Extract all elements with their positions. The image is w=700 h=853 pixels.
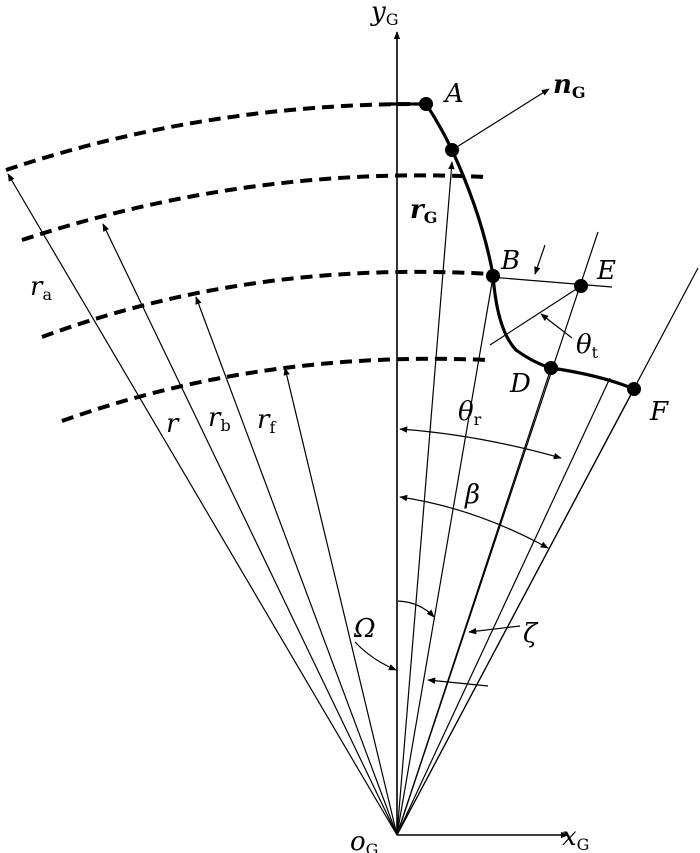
radial-line-e <box>396 231 599 836</box>
radial-line-mid <box>396 377 611 836</box>
radius-rb-arrow <box>195 296 398 836</box>
line-ed <box>489 285 582 346</box>
omega-label: Ω <box>353 614 376 644</box>
radius-r-label: r <box>166 409 180 439</box>
point-e-label: E <box>596 256 616 286</box>
point-f-label: F <box>649 397 669 427</box>
omega-arc <box>354 641 397 671</box>
theta-t-label: θt <box>576 330 599 362</box>
root-circle <box>61 356 489 423</box>
radial-line-outer <box>396 267 699 836</box>
radius-rf-label: rf <box>257 405 276 437</box>
point-b-label: B <box>500 246 520 276</box>
point-d <box>544 361 558 375</box>
point-a <box>419 97 433 111</box>
tangent-line-be <box>489 276 613 288</box>
point-f <box>627 382 641 396</box>
y-axis-label: yG <box>370 0 398 29</box>
radius-rb-label: rb <box>208 403 231 435</box>
radius-r-arrow <box>102 223 398 836</box>
point-e <box>574 279 588 293</box>
tangent-pointer-arrow <box>534 244 546 275</box>
theta-t-pointer-arrow <box>540 313 573 339</box>
origin-label: oG <box>350 827 378 853</box>
reference-circle <box>21 173 486 242</box>
point-rg-tip <box>445 143 459 157</box>
zeta-pointer-arrow-upper <box>468 625 521 635</box>
radius-ra-arrow <box>7 173 398 836</box>
normal-vector-label: nG <box>553 70 586 102</box>
theta-r-arc <box>399 426 562 460</box>
point-b <box>486 269 500 283</box>
radius-ra-label: ra <box>30 272 52 304</box>
base-circle <box>41 269 491 339</box>
point-d-label: D <box>509 369 531 399</box>
radial-line-b <box>396 276 494 836</box>
radius-rf-arrow <box>283 367 398 836</box>
position-vector-label: rG <box>410 195 437 227</box>
x-axis-label: xG <box>562 822 589 853</box>
zeta-pointer-arrow-lower <box>427 677 489 687</box>
beta-arc <box>399 494 549 549</box>
point-a-label: A <box>443 79 464 109</box>
zeta-label: ζ <box>523 619 539 649</box>
beta-label: β <box>464 480 480 510</box>
theta-r-label: θr <box>458 397 482 429</box>
addendum-circle <box>5 102 413 172</box>
omega-small-arc <box>397 600 435 618</box>
normal-vector-arrow <box>451 88 550 151</box>
